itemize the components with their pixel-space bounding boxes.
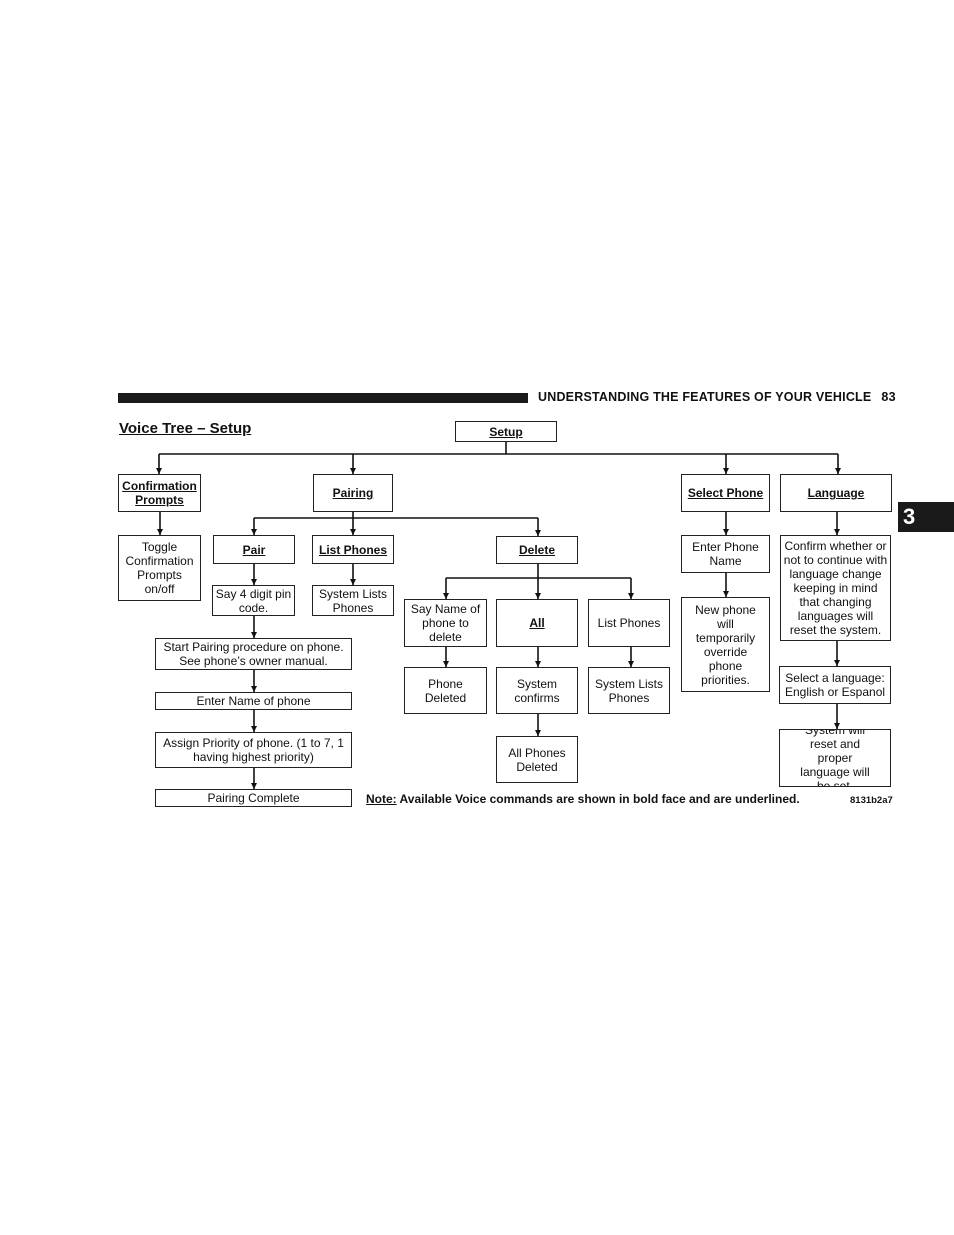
node-start-pairing: Start Pairing procedure on phone. See ph… (155, 638, 352, 670)
node-enter-phone-name: Enter Phone Name (681, 535, 770, 573)
node-system-lists-phones-1: System Lists Phones (312, 585, 394, 616)
node-say-name-delete: Say Name of phone to delete (404, 599, 487, 647)
node-system-reset: System will reset and proper language wi… (779, 729, 891, 787)
node-system-confirms: System confirms (496, 667, 578, 714)
node-pairing: Pairing (313, 474, 393, 512)
node-setup: Setup (455, 421, 557, 442)
chapter-tab: 3 (898, 502, 954, 532)
note-text: Available Voice commands are shown in bo… (396, 792, 800, 806)
node-language: Language (780, 474, 892, 512)
node-all-phones-deleted: All Phones Deleted (496, 736, 578, 783)
node-pair: Pair (213, 535, 295, 564)
figure-code: 8131b2a7 (850, 795, 893, 806)
diagram-title: Voice Tree – Setup (119, 420, 252, 437)
running-header: UNDERSTANDING THE FEATURES OF YOUR VEHIC… (538, 390, 896, 404)
node-confirm-language: Confirm whether or not to continue with … (780, 535, 891, 641)
note-label: Note: (366, 792, 397, 806)
header-rule (118, 393, 528, 403)
node-confirmation-prompts: Confirmation Prompts (118, 474, 201, 512)
node-assign-priority: Assign Priority of phone. (1 to 7, 1 hav… (155, 732, 352, 768)
node-say-pin: Say 4 digit pin code. (212, 585, 295, 616)
node-list-phones-cmd: List Phones (312, 535, 394, 564)
node-toggle-confirmation: Toggle Confirmation Prompts on/off (118, 535, 201, 601)
diagram-note: Note: Available Voice commands are shown… (366, 792, 800, 806)
node-system-lists-phones-2: System Lists Phones (588, 667, 670, 714)
node-phone-deleted: Phone Deleted (404, 667, 487, 714)
page-number: 83 (881, 390, 896, 404)
node-enter-name: Enter Name of phone (155, 692, 352, 710)
node-delete: Delete (496, 536, 578, 564)
node-list-phones-plain: List Phones (588, 599, 670, 647)
node-new-phone-override: New phone will temporarily override phon… (681, 597, 770, 692)
section-title: UNDERSTANDING THE FEATURES OF YOUR VEHIC… (538, 390, 872, 404)
node-all: All (496, 599, 578, 647)
node-select-language: Select a language: English or Espanol (779, 666, 891, 704)
node-select-phone: Select Phone (681, 474, 770, 512)
node-pairing-complete: Pairing Complete (155, 789, 352, 807)
